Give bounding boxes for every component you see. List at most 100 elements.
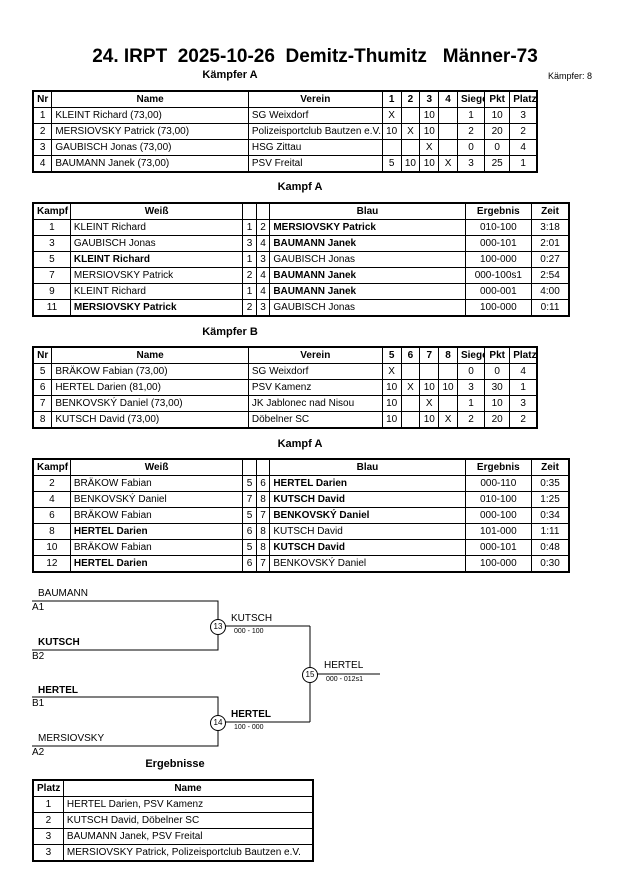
page-title: 24. IRPT 2025-10-26 Demitz-Thumitz Männe…: [92, 46, 538, 67]
bout-13-number: 13: [210, 619, 226, 635]
table-cell: 0: [484, 139, 511, 156]
time: 0:30: [531, 555, 570, 573]
table-cell: 1: [456, 395, 486, 412]
time: 4:00: [531, 283, 570, 300]
result: 000-001: [464, 283, 533, 300]
place: 3: [32, 828, 64, 845]
time: 0:11: [531, 299, 570, 317]
name: HERTEL Darien, PSV Kamenz: [62, 796, 314, 813]
semi2-score: 100 - 000: [234, 724, 264, 731]
white-fighter: KLEINT Richard: [69, 283, 244, 300]
semi1-winner: KUTSCH: [231, 613, 273, 624]
blue-number: 4: [255, 283, 271, 300]
kampf-a1-label: Kampf A: [277, 181, 323, 193]
white-fighter: HERTEL Darien: [69, 555, 244, 573]
table-cell: X: [438, 155, 458, 173]
table-cell: HSG Zittau: [247, 139, 383, 156]
place: 2: [32, 812, 64, 829]
bout-15-number: 15: [302, 667, 318, 683]
final-score: 000 - 012s1: [326, 676, 363, 683]
semi2-top-name: HERTEL: [38, 685, 78, 696]
place: 1: [32, 796, 64, 813]
column-header: Name: [62, 779, 314, 797]
table-cell: 3: [32, 139, 53, 156]
results-label: Ergebnisse: [145, 758, 205, 770]
table-cell: JK Jablonec nad Nisou: [247, 395, 383, 412]
table-cell: 2: [509, 411, 538, 429]
table-cell: 4: [509, 139, 538, 156]
final-winner: HERTEL: [324, 660, 364, 671]
semi2-bottom-seed: A2: [32, 747, 45, 758]
semi1-score: 000 - 100: [234, 628, 264, 635]
table-cell: PSV Kamenz: [247, 379, 383, 396]
semi1-top-name: BAUMANN: [38, 588, 89, 599]
blue-fighter: BENKOVSKÝ Daniel: [269, 555, 466, 573]
pool-a-label: Kämpfer A: [202, 69, 258, 81]
table-cell: GAUBISCH Jonas (73,00): [51, 139, 249, 156]
table-cell: 3: [456, 155, 486, 173]
table-cell: Döbelner SC: [247, 411, 383, 429]
fighter-count: Kämpfer: 8: [548, 71, 593, 81]
column-header: Platz: [32, 779, 64, 797]
table-cell: 10: [419, 155, 440, 173]
semi2-top-seed: B1: [32, 698, 45, 709]
name: MERSIOVSKY Patrick, Polizeisportclub Bau…: [62, 844, 314, 862]
white-fighter: BRÄKOW Fabian: [69, 539, 244, 556]
bout-number: 1: [32, 219, 71, 236]
table-cell: 3: [456, 379, 486, 396]
place: 3: [32, 844, 64, 862]
time: 3:18: [531, 219, 570, 236]
bout-number: 9: [32, 283, 71, 300]
table-cell: X: [419, 139, 440, 156]
name: BAUMANN Janek, PSV Freital: [62, 828, 314, 845]
pool-b-label: Kämpfer B: [202, 326, 258, 338]
table-cell: 1: [509, 155, 538, 173]
semi1-top-seed: A1: [32, 602, 45, 613]
column-header: Platz: [509, 90, 538, 108]
name: KUTSCH David, Döbelner SC: [62, 812, 314, 829]
table-cell: 8: [32, 411, 53, 429]
table-cell: 3: [509, 395, 538, 412]
bout-number: 10: [32, 539, 71, 556]
table-cell: 0: [456, 139, 486, 156]
semi1-bottom-seed: B2: [32, 651, 45, 662]
table-cell: PSV Freital: [247, 155, 383, 173]
kampf-a2-label: Kampf A: [277, 438, 323, 450]
semi2-bottom-name: MERSIOVSKY: [38, 733, 105, 744]
bout-14-number: 14: [210, 715, 226, 731]
semi2-winner: HERTEL: [231, 709, 271, 720]
bout-number: 11: [32, 299, 71, 317]
table-cell: 2: [456, 411, 486, 429]
white-fighter: MERSIOVSKY Patrick: [69, 299, 244, 317]
semi1-bottom-name: KUTSCH: [38, 637, 80, 648]
bout-number: 12: [32, 555, 71, 573]
time: 0:48: [531, 539, 570, 556]
